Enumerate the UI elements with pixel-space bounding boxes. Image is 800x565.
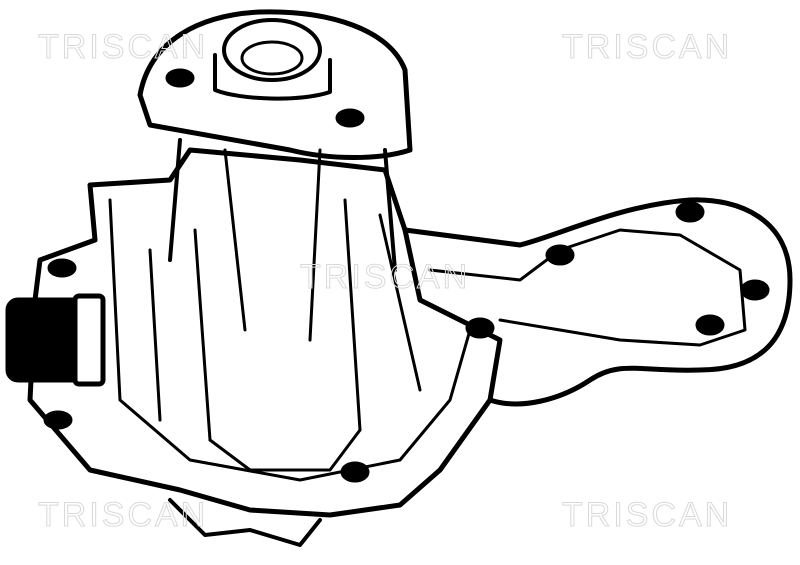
watermark-bottom-left: TRISCAN <box>37 496 209 535</box>
watermark-center: TRISCAN <box>299 258 471 297</box>
watermark-bottom-right: TRISCAN <box>561 496 733 535</box>
watermark-top-left: TRISCAN <box>37 28 209 67</box>
watermark-top-right: TRISCAN <box>561 28 733 67</box>
